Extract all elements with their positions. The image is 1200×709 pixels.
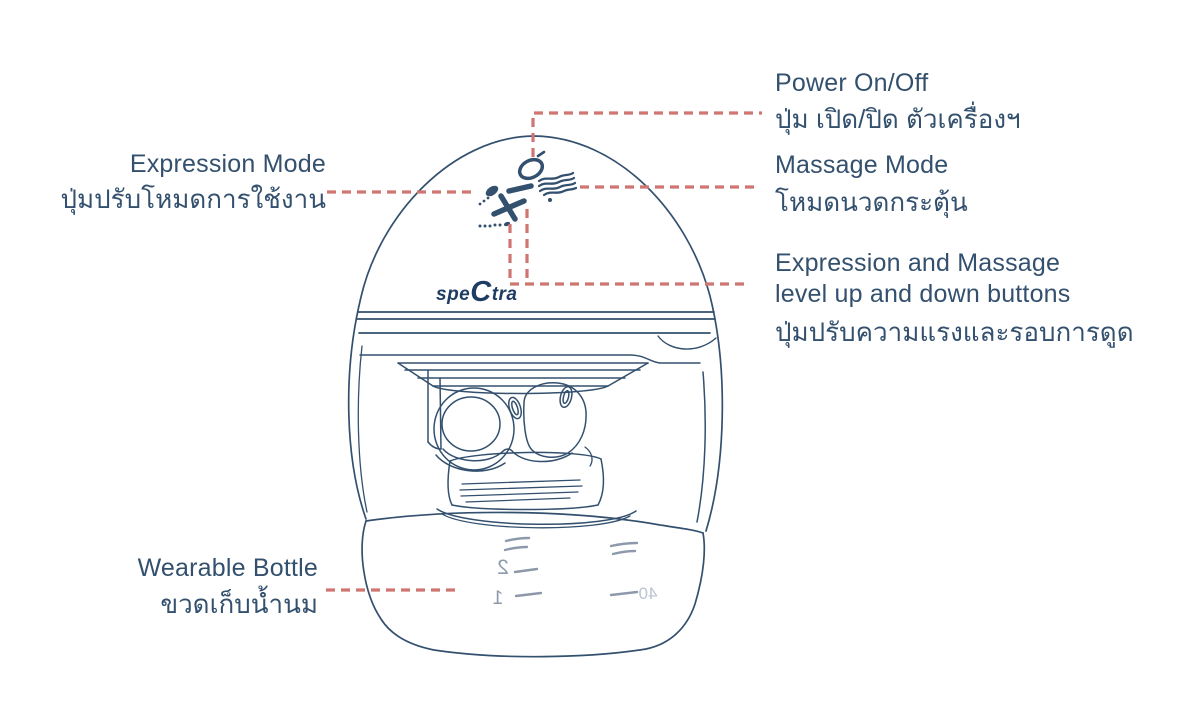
label-massage-th: โหมดนวดกระตุ้น [775, 187, 968, 217]
label-bottle-en: Wearable Bottle [137, 554, 318, 582]
bottle-scale-numbers: 2 1 40 [493, 556, 658, 609]
label-massage-en: Massage Mode [775, 151, 949, 179]
bottle-scale-1: 1 [493, 588, 504, 609]
leader-lines [326, 111, 762, 592]
label-expression-th: ปุ่มปรับโหมดการใช้งาน [60, 184, 326, 214]
plus-button-icon [491, 193, 527, 222]
label-power-th: ปุ่ม เปิด/ปิด ตัวเครื่องฯ [775, 104, 1021, 134]
logo-text-c: C [470, 276, 492, 308]
button-detail-marks [478, 185, 511, 228]
internal-mechanism [357, 345, 706, 529]
bottle-graduation-marks [503, 536, 639, 598]
pump-body-outline [347, 135, 724, 532]
bottle-scale-40: 40 [639, 584, 658, 603]
massage-wave-icon [537, 171, 578, 202]
bottle-scale-2: 2 [497, 556, 509, 579]
leader-power [531, 111, 762, 157]
wearable-bottle-outline [361, 511, 706, 658]
label-expression-en: Expression Mode [129, 150, 326, 178]
minus-button-icon [506, 183, 534, 194]
logo-text-post: tra [491, 284, 518, 306]
label-power-en: Power On/Off [775, 69, 929, 97]
label-levels-th: ปุ่มปรับความแรงและรอบการดูด [775, 317, 1134, 347]
label-levels-en1: Expression and Massage [775, 249, 1061, 277]
label-levels-en2: level up and down buttons [775, 280, 1071, 308]
label-bottle-th: ขวดเก็บน้ำนม [160, 589, 318, 619]
power-button-icon [517, 150, 546, 181]
control-buttons [478, 150, 578, 228]
logo-text-pre: spe [436, 284, 471, 306]
